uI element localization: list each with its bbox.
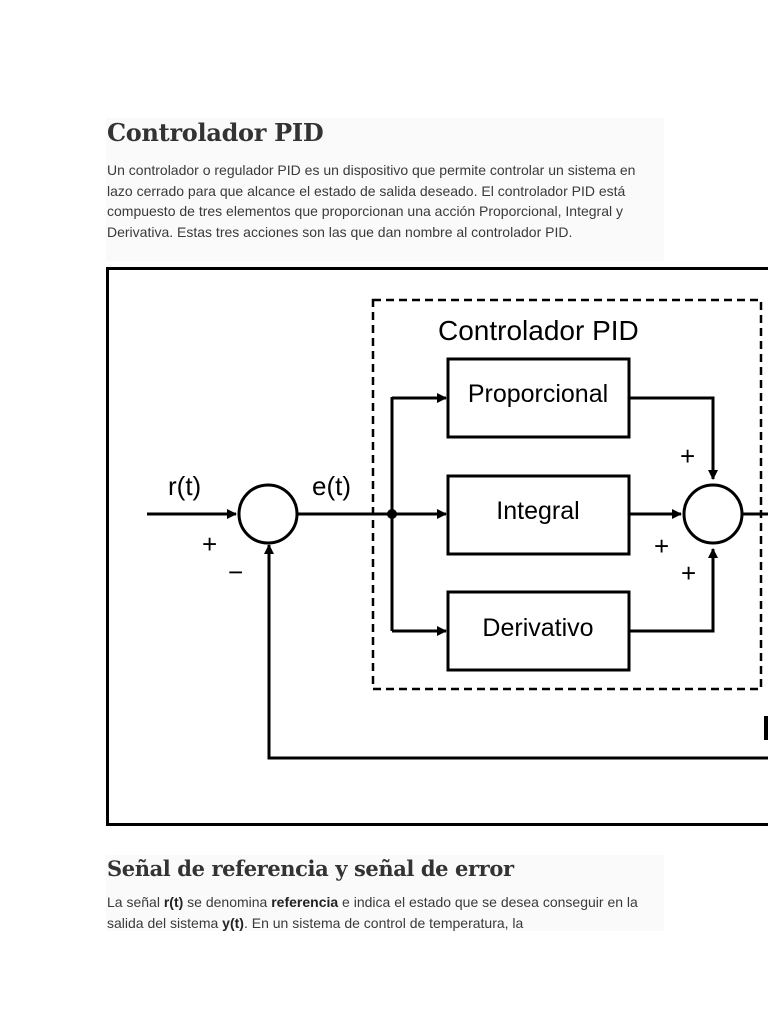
integral-label: Integral	[496, 497, 579, 525]
derivative-block	[446, 590, 631, 672]
sum-plus-top: +	[680, 441, 695, 471]
reference-paragraph: La señal r(t) se denomina referencia e i…	[107, 892, 663, 933]
reference-symbol: r(t)	[163, 894, 184, 910]
text-span: e indica el estado que se desea consegui…	[107, 894, 638, 931]
feedback-minus-sign: −	[228, 557, 243, 587]
page-title: Controlador PID	[107, 118, 324, 147]
proportional-output	[629, 396, 718, 480]
pid-block-diagram: Controlador PID r(t) + − e(t) Proporcion…	[106, 267, 768, 828]
feedback-block-edge	[764, 716, 768, 740]
diagram-frame	[106, 267, 768, 826]
text-span: se denomina	[183, 894, 272, 910]
section-intro: Controlador PID Un controlador o regulad…	[106, 118, 664, 261]
sum-plus-middle: +	[654, 531, 669, 561]
input-plus-sign: +	[202, 529, 217, 559]
intro-paragraph: Un controlador o regulador PID es un dis…	[107, 162, 636, 240]
derivative-label: Derivativo	[482, 614, 593, 642]
text-span: La señal	[107, 894, 164, 910]
output-symbol: y(t)	[222, 914, 244, 931]
integral-block	[446, 474, 631, 556]
output-summing-junction	[682, 483, 744, 545]
proportional-block	[446, 357, 631, 439]
error-signal-label: e(t)	[312, 471, 351, 501]
feedback-path	[264, 544, 768, 760]
error-summing-junction	[237, 483, 299, 545]
reference-signal-label: r(t)	[168, 471, 201, 501]
proportional-label: Proporcional	[468, 380, 608, 408]
controller-boundary	[371, 298, 763, 691]
pid-diagram-svg: Controlador PID r(t) + − e(t) Proporcion…	[106, 267, 768, 826]
text-span: . En un sistema de control de temperatur…	[243, 914, 524, 931]
sum-plus-bottom: +	[681, 558, 696, 588]
section-reference-error: Señal de referencia y señal de error La …	[106, 855, 664, 931]
derivative-output	[629, 548, 718, 633]
reference-term: referencia	[271, 894, 339, 910]
section-title: Señal de referencia y señal de error	[107, 856, 514, 881]
controller-label: Controlador PID	[438, 315, 639, 346]
